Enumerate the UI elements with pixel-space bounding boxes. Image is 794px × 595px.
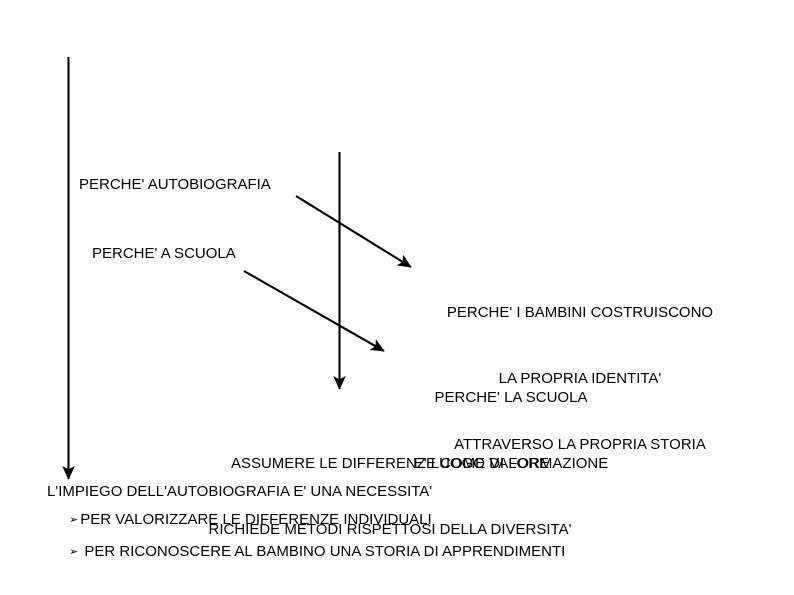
list-item-label: PER RICONOSCERE AL BAMBINO UNA STORIA DI… <box>80 543 566 560</box>
node-scuola-formazione-line-1: PERCHE' LA SCUOLA <box>434 389 588 406</box>
list-item-label: PER VALORIZZARE LE DIFFERENZE INDIVIDUAL… <box>80 511 432 528</box>
node-perche-autobiografia: PERCHE' AUTOBIOGRAFIA <box>79 176 271 193</box>
arrow-bullet-icon: ➢ <box>69 546 79 558</box>
node-bambini-identita: PERCHE' I BAMBINI COSTRUISCONO LA PROPRI… <box>420 258 740 500</box>
arrow-bullet-icon: ➢ <box>69 514 79 526</box>
node-impiego-necessita: L'IMPIEGO DELL'AUTOBIOGRAFIA E' UNA NECE… <box>47 483 433 500</box>
diagonal-arrow-to-formazione <box>243 270 385 352</box>
list-item: ➢ PER VALORIZZARE LE DIFFERENZE INDIVIDU… <box>69 509 432 532</box>
node-scuola-formazione-line-2: E' LUOGO DI FORMAZIONE <box>413 455 609 472</box>
node-assumere-differenze: ASSUMERE LE DIFFERENZE COME VALORE RICHI… <box>166 409 614 585</box>
list-item: ➢ PER RICONOSCERE AL BAMBINO UNA STORIA … <box>69 541 565 564</box>
node-bambini-identita-line-2: LA PROPRIA IDENTITA' <box>498 370 662 387</box>
node-assumere-differenze-line-2: RICHIEDE METODI RISPETTOSI DELLA DIVERSI… <box>208 521 572 538</box>
diagonal-arrow-to-identita <box>295 195 412 268</box>
node-bambini-identita-line-3: ATTRAVERSO LA PROPRIA STORIA <box>454 436 706 453</box>
node-perche-a-scuola: PERCHE' A SCUOLA <box>92 245 236 262</box>
node-bambini-identita-line-1: PERCHE' I BAMBINI COSTRUISCONO <box>446 304 714 321</box>
node-assumere-differenze-line-1: ASSUMERE LE DIFFERENZE COME VALORE <box>230 455 550 472</box>
node-scuola-formazione: PERCHE' LA SCUOLA E' LUOGO DI FORMAZIONE <box>388 343 634 519</box>
